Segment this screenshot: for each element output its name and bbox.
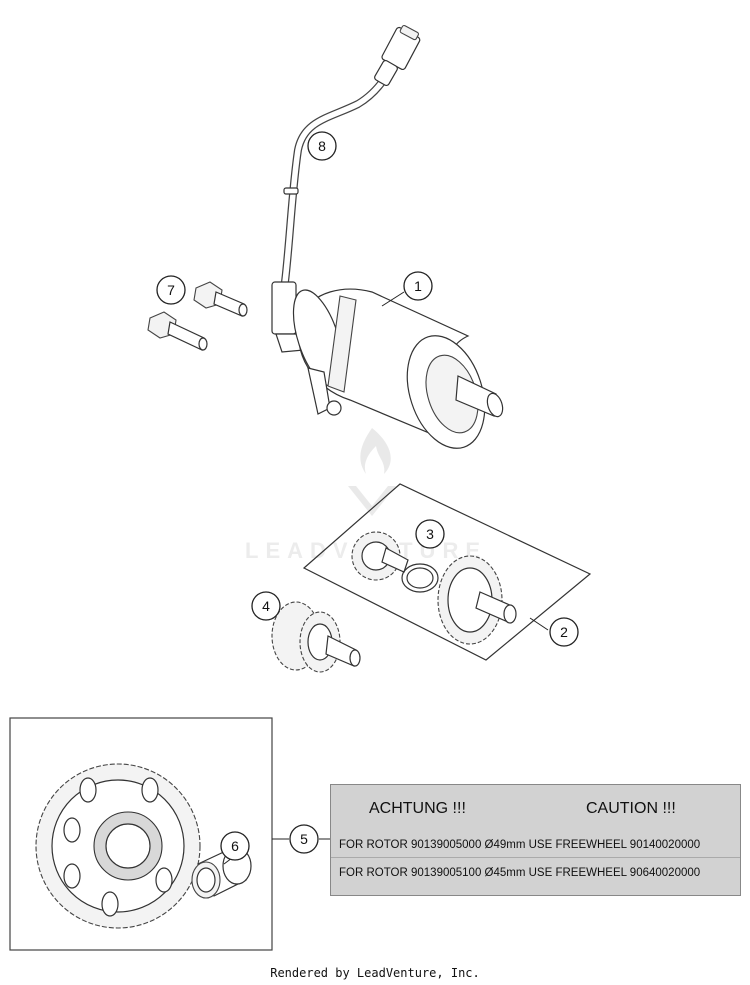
footer-credit: Rendered by LeadVenture, Inc. [270, 966, 480, 980]
svg-text:6: 6 [231, 838, 239, 854]
caution-note: ACHTUNG !!! CAUTION !!! FOR ROTOR 901390… [330, 784, 741, 896]
gear-assembly-part-2 [302, 483, 592, 661]
svg-text:7: 7 [167, 282, 175, 298]
callout-4[interactable]: 4 [251, 591, 281, 621]
double-gear-part-4 [271, 601, 361, 673]
detail-frame [9, 717, 273, 951]
freewheel-part-5 [35, 763, 201, 929]
callout-5[interactable]: 5 [289, 824, 319, 854]
callout-3[interactable]: 3 [415, 519, 445, 549]
svg-text:3: 3 [426, 526, 434, 542]
svg-text:8: 8 [318, 138, 326, 154]
needle-bearing-part-6 [191, 847, 252, 899]
svg-text:5: 5 [300, 831, 308, 847]
callout-7[interactable]: 7 [156, 275, 186, 305]
note-divider [331, 857, 740, 858]
note-line-2: FOR ROTOR 90139005100 Ø45mm USE FREEWHEE… [339, 867, 701, 879]
note-line-1: FOR ROTOR 90139005000 Ø49mm USE FREEWHEE… [339, 839, 701, 851]
ring-part-3 [401, 563, 439, 593]
callout-2[interactable]: 2 [549, 617, 579, 647]
cable-part-8 [271, 24, 421, 353]
note-heading-en: CAUTION !!! [586, 800, 676, 817]
note-heading-de: ACHTUNG !!! [369, 800, 466, 817]
watermark-logo [348, 428, 396, 516]
svg-text:1: 1 [414, 278, 422, 294]
starter-motor-part-1 [292, 288, 504, 449]
callout-8[interactable]: 8 [307, 131, 337, 161]
leader-2 [529, 617, 549, 631]
callout-1[interactable]: 1 [403, 271, 433, 301]
svg-text:2: 2 [560, 624, 568, 640]
callout-6[interactable]: 6 [220, 831, 250, 861]
leader-1 [381, 291, 405, 307]
bolts-part-7 [147, 281, 248, 351]
svg-text:4: 4 [262, 598, 270, 614]
